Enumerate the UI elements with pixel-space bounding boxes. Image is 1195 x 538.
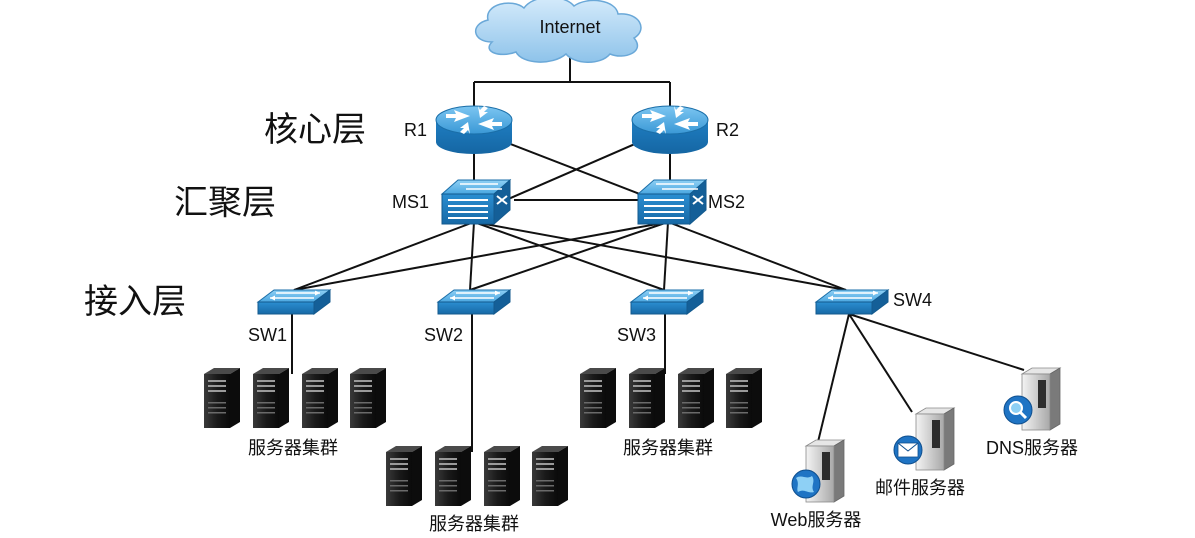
- sw1-label: SW1: [248, 325, 287, 345]
- sw4-label: SW4: [893, 290, 932, 310]
- router-r1-label: R1: [404, 120, 427, 140]
- server-tower-icon: [580, 368, 616, 428]
- internet-cloud: Internet: [475, 0, 642, 63]
- layer-label-access: 接入层: [84, 283, 186, 321]
- server-tower-icon: [253, 368, 289, 428]
- envelope-icon: [893, 435, 923, 465]
- sw3-label: SW3: [617, 325, 656, 345]
- mail-server-label: 邮件服务器: [875, 478, 965, 498]
- link-ms1-sw1: [293, 221, 475, 291]
- server-farm-1-label: 服务器集群: [248, 438, 338, 458]
- magnifier-icon: [1003, 395, 1033, 425]
- server-farm-1: 服务器集群: [204, 368, 386, 458]
- multilayer-switch-icon: [441, 179, 511, 225]
- link-sw4-dns: [848, 313, 1025, 371]
- dns-server[interactable]: DNS服务器: [986, 367, 1078, 458]
- switch-sw4[interactable]: SW4: [815, 289, 932, 315]
- link-r2-ms1: [505, 139, 645, 201]
- multilayer-switch-ms2[interactable]: MS2: [637, 179, 745, 225]
- server-tower-icon: [678, 368, 714, 428]
- links: [291, 48, 1025, 452]
- server-farm-3-label: 服务器集群: [623, 438, 713, 458]
- server-farm-2-label: 服务器集群: [429, 514, 519, 534]
- multilayer-switch-ms1[interactable]: MS1: [392, 179, 511, 225]
- link-ms1-sw2: [469, 221, 475, 291]
- server-tower-icon: [629, 368, 665, 428]
- router-icon: [631, 105, 709, 155]
- link-sw4-web: [816, 313, 850, 447]
- dns-server-label: DNS服务器: [986, 438, 1078, 458]
- multilayer-switch-icon: [637, 179, 707, 225]
- server-tower-icon: [302, 368, 338, 428]
- link-ms1-sw4: [473, 221, 847, 291]
- server-tower-icon: [726, 368, 762, 428]
- internet-label: Internet: [539, 17, 600, 37]
- switch-icon: [257, 289, 331, 315]
- web-server-label: Web服务器: [771, 510, 862, 530]
- switch-icon: [437, 289, 511, 315]
- mail-server-icon: [915, 407, 955, 471]
- layer-label-core: 核心层: [264, 111, 366, 149]
- server-tower-icon: [484, 446, 520, 506]
- server-tower-icon: [204, 368, 240, 428]
- switch-sw3[interactable]: SW3: [617, 289, 704, 345]
- ms2-label: MS2: [708, 192, 745, 212]
- server-tower-icon: [532, 446, 568, 506]
- router-r2[interactable]: R2: [631, 105, 739, 155]
- server-tower-icon: [386, 446, 422, 506]
- server-farm-3: 服务器集群: [580, 368, 762, 458]
- router-r2-label: R2: [716, 120, 739, 140]
- switch-sw2[interactable]: SW2: [424, 289, 511, 345]
- link-ms2-sw3: [663, 221, 669, 291]
- server-tower-icon: [350, 368, 386, 428]
- cloud-icon: [475, 0, 642, 63]
- switch-icon: [630, 289, 704, 315]
- switch-icon: [815, 289, 889, 315]
- server-farm-2: 服务器集群: [386, 446, 568, 534]
- server-tower-icon: [435, 446, 471, 506]
- switch-sw1[interactable]: SW1: [248, 289, 331, 345]
- layer-label-aggregation: 汇聚层: [174, 184, 276, 222]
- ms1-label: MS1: [392, 192, 429, 212]
- web-server[interactable]: Web服务器: [771, 439, 862, 530]
- link-sw4-mail: [848, 313, 913, 413]
- mail-server[interactable]: 邮件服务器: [875, 407, 965, 498]
- router-r1[interactable]: R1: [404, 105, 513, 155]
- link-ms2-sw1: [293, 221, 669, 291]
- link-ms2-sw2: [469, 221, 669, 291]
- sw2-label: SW2: [424, 325, 463, 345]
- globe-icon: [791, 469, 821, 499]
- router-icon: [435, 105, 513, 155]
- link-ms2-sw4: [667, 221, 847, 291]
